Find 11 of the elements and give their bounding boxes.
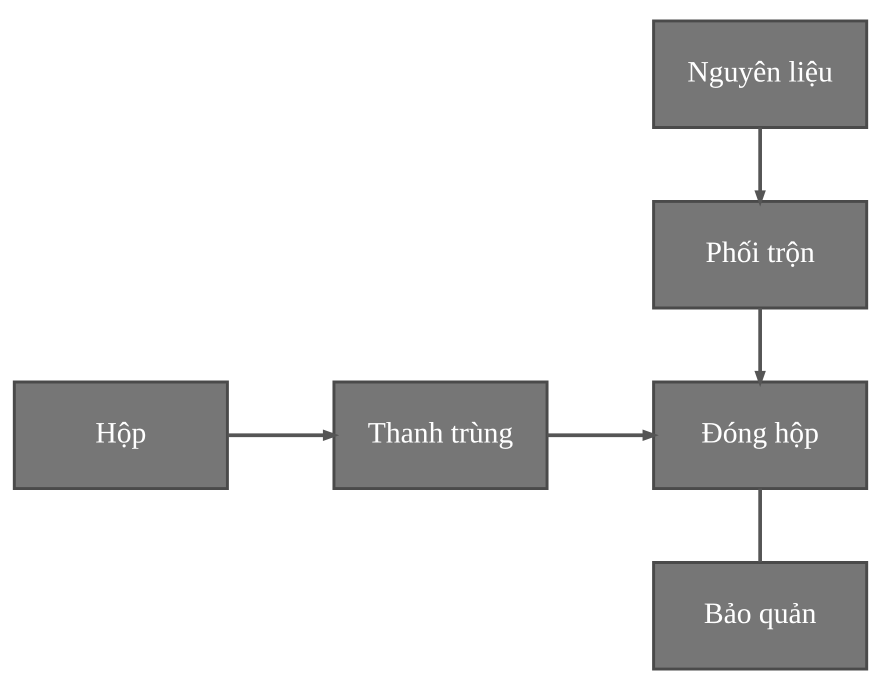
node-box: Nguyên liệu [652,18,868,128]
node-box: Phối trộn [652,199,868,309]
arrow [547,429,659,440]
node-box: Bảo quản [652,560,868,670]
node-box: Thanh trùng [332,380,549,490]
arrow [228,429,340,440]
arrow [754,127,766,206]
connector [758,488,762,562]
node-box: Hộp [12,380,229,490]
node-box: Đóng hộp [652,380,868,490]
arrow [754,308,766,387]
